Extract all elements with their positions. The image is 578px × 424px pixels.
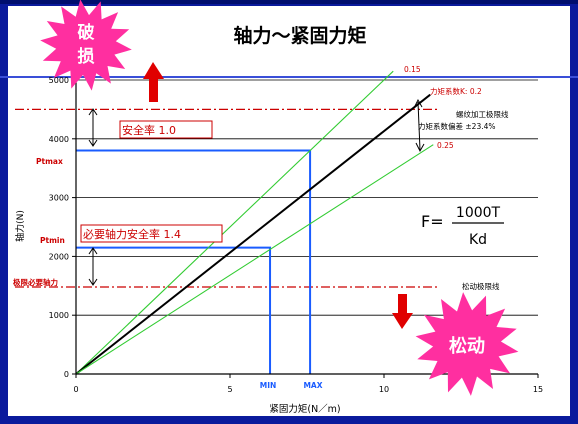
ytick-label-2000: 2000 xyxy=(49,252,69,261)
chart-title: 轴力～紧固力矩 xyxy=(233,24,366,47)
slope-lower-label: 0.25 xyxy=(437,141,454,150)
xtick-label-10: 10 xyxy=(379,385,389,394)
max-label: MAX xyxy=(303,381,322,390)
deviation-arrow-head-down xyxy=(415,142,425,153)
break-badge: 破 损 xyxy=(40,0,132,91)
torque-coef-label: 力矩系数K: 0.2 xyxy=(430,86,482,96)
ptmax-label: Ptmax xyxy=(36,157,63,166)
xtick-label-5: 5 xyxy=(227,385,232,394)
required-safety-label: 必要轴力安全率 1.4 xyxy=(83,227,181,241)
loosen-badge-label: 松动 xyxy=(449,335,485,357)
ytick-label-1000: 1000 xyxy=(49,311,69,320)
formula-lhs: F= xyxy=(421,212,444,231)
safety-arrow-upper xyxy=(88,108,98,147)
xtick-label-15: 15 xyxy=(533,385,543,394)
limit-axial-label: 极限必要轴力 xyxy=(13,277,58,287)
x-axis-label: 紧固力矩(N／m) xyxy=(269,403,340,415)
deviation-arrow-line xyxy=(417,101,421,151)
ytick-label-4000: 4000 xyxy=(49,135,69,144)
ytick-label-3000: 3000 xyxy=(49,194,69,203)
frame-line xyxy=(0,76,578,78)
formula-denominator: Kd xyxy=(469,232,487,248)
safety-ratio-label: 安全率 1.0 xyxy=(122,123,176,137)
series-line-1 xyxy=(75,93,431,375)
slope-upper-label: 0.15 xyxy=(404,65,421,74)
down-red-arrow xyxy=(392,294,413,329)
required-safety-box xyxy=(80,224,223,243)
safety-ratio-box xyxy=(119,120,213,139)
formula: F= 1000T Kd xyxy=(421,205,504,248)
top-stripe xyxy=(0,0,578,4)
ptmin-label: Ptmin xyxy=(40,236,65,245)
safety-arrow-lower xyxy=(88,247,98,286)
up-red-arrow xyxy=(143,62,164,102)
blue-guide-ptmin xyxy=(76,246,272,374)
break-badge-line2: 损 xyxy=(78,46,95,67)
ytick-label-0: 0 xyxy=(64,370,69,379)
min-label: MIN xyxy=(260,381,277,390)
thread-limit-label: 螺纹加工极限线 xyxy=(456,109,509,119)
series-line-0 xyxy=(75,70,394,375)
xtick-label-0: 0 xyxy=(73,385,78,394)
ytick-label-5000: 5000 xyxy=(49,76,69,85)
y-axis-label: 轴力(N) xyxy=(14,210,26,242)
formula-numerator: 1000T xyxy=(456,205,501,221)
break-badge-line1: 破 xyxy=(78,22,95,43)
coef-deviation-label: 力矩系数偏差 ±23.4% xyxy=(418,121,496,131)
loosen-limit-label: 松动极限线 xyxy=(462,281,500,291)
loosen-badge: 松动 xyxy=(415,292,519,396)
series-line-2 xyxy=(75,144,434,375)
deviation-arrow-head-up xyxy=(413,98,423,109)
